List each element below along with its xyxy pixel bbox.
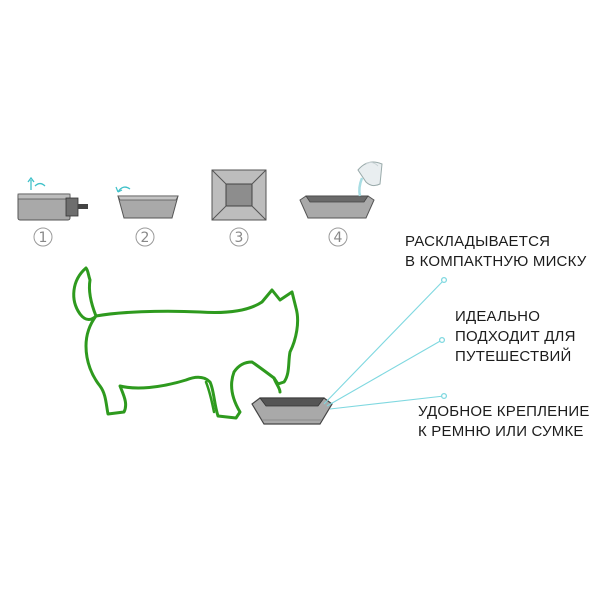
feature-line: ИДЕАЛЬНО (455, 308, 541, 325)
leader-line-3 (329, 395, 445, 410)
feature-line: УДОБНОЕ КРЕПЛЕНИЕ (418, 403, 590, 420)
feature-label-travel: ИДЕАЛЬНО ПОДХОДИТ ДЛЯ ПУТЕШЕСТВИЙ (455, 307, 576, 367)
svg-text:1: 1 (39, 230, 48, 246)
leader-dot-1 (440, 276, 448, 284)
feature-label-folds: РАСКЛАДЫВАЕТСЯ В КОМПАКТНУЮ МИСКУ (405, 232, 586, 272)
dog-drinking-illustration (72, 266, 300, 420)
svg-text:4: 4 (334, 230, 343, 246)
leader-dots (438, 276, 448, 400)
step-2-marker: 2 (135, 227, 155, 247)
feature-line: К РЕМНЮ ИЛИ СУМКЕ (418, 423, 584, 440)
leader-dot-3 (440, 392, 448, 400)
step-3-marker: 3 (229, 227, 249, 247)
feature-line: ПОДХОДИТ ДЛЯ (455, 328, 576, 345)
feature-line: В КОМПАКТНУЮ МИСКУ (405, 253, 587, 270)
unfolding-bowl-icon (115, 186, 179, 219)
leader-dot-2 (438, 336, 446, 344)
bowl-top-view-icon (211, 169, 267, 221)
leader-line-2 (326, 339, 443, 407)
svg-text:2: 2 (141, 230, 150, 246)
feature-line: РАСКЛАДЫВАЕТСЯ (405, 233, 551, 250)
pouring-water-icon (299, 161, 383, 219)
feature-label-attachment: УДОБНОЕ КРЕПЛЕНИЕ К РЕМНЮ ИЛИ СУМКЕ (418, 402, 590, 442)
leader-line-1 (323, 279, 445, 405)
folded-bowl-icon (17, 176, 88, 221)
svg-text:3: 3 (235, 230, 244, 246)
step-1-marker: 1 (33, 227, 53, 247)
feature-line: ПУТЕШЕСТВИЙ (455, 348, 572, 365)
leader-lines (323, 279, 445, 410)
step-4-marker: 4 (328, 227, 348, 247)
travel-bowl-icon (251, 397, 333, 425)
